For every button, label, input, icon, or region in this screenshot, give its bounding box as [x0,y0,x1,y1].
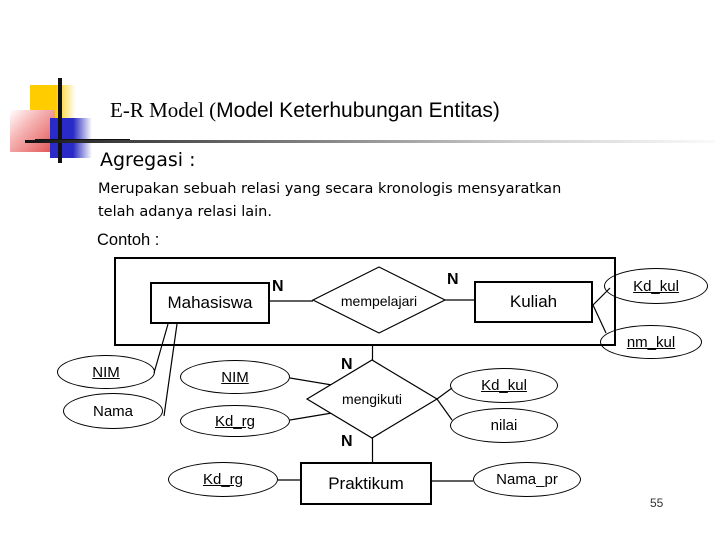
entity-praktikum: Praktikum [300,462,432,505]
attribute-kdrg-mengikuti: Kd_rg [180,405,290,437]
cardinality-n-kuliah: N [447,271,459,288]
cardinality-n-mengikuti-bottom: N [341,433,353,450]
relation-label-mempelajari: mempelajari [340,293,418,309]
page-number: 55 [650,496,664,510]
attribute-label: Kd_rg [202,471,244,488]
attribute-nama-mahasiswa: Nama [63,393,163,429]
attribute-label: Kd_rg [214,412,256,430]
body-text: Merupakan sebuah relasi yang secara kron… [98,178,658,224]
attribute-label: Nama [92,402,133,420]
title-underline-rule [25,140,715,143]
attribute-label: Kd_kul [481,377,527,394]
relation-diamond-mempelajari [311,266,447,334]
attribute-label: nm_kul [626,333,676,351]
title-prefix: E-R Model ( [110,98,217,122]
attribute-nmkul-kuliah: nm_kul [600,325,702,359]
attribute-namapr-praktikum: Nama_pr [473,462,581,497]
page-title: E-R Model (Model Keterhubungan Entitas) [110,98,500,123]
body-line-2: telah adanya relasi lain. [98,204,272,220]
attribute-nilai-mengikuti: nilai [450,408,558,443]
section-heading: Agregasi : [100,149,196,171]
body-line-1: Merupakan sebuah relasi yang secara kron… [98,181,562,197]
attribute-kdrg-praktikum: Kd_rg [168,462,278,497]
attribute-kdkul-kuliah: Kd_kul [604,268,708,304]
attribute-label: Nama_pr [496,471,558,488]
attribute-kdkul-mengikuti: Kd_kul [450,368,558,403]
logo-vertical-line [58,78,62,163]
attribute-label: Kd_kul [633,277,679,295]
relation-diamond-mengikuti [305,359,439,439]
attribute-label: nilai [490,417,518,434]
entity-kuliah: Kuliah [474,281,593,323]
title-main: Model Keterhubungan Entitas) [216,99,500,122]
attribute-nim-mahasiswa: NIM [57,355,155,389]
attribute-label: NIM [92,363,120,381]
aggregation-box [114,257,616,346]
entity-mahasiswa: Mahasiswa [150,282,270,324]
logo-blue-square [50,118,92,158]
attribute-label: NIM [221,368,249,386]
logo-red-square [10,110,55,152]
cardinality-n-mahasiswa: N [272,278,284,295]
attribute-nim-mengikuti: NIM [180,360,290,394]
example-label: Contoh : [97,231,160,249]
cardinality-n-mengikuti-top: N [341,356,353,373]
relation-label-mengikuti: mengikuti [342,391,402,407]
